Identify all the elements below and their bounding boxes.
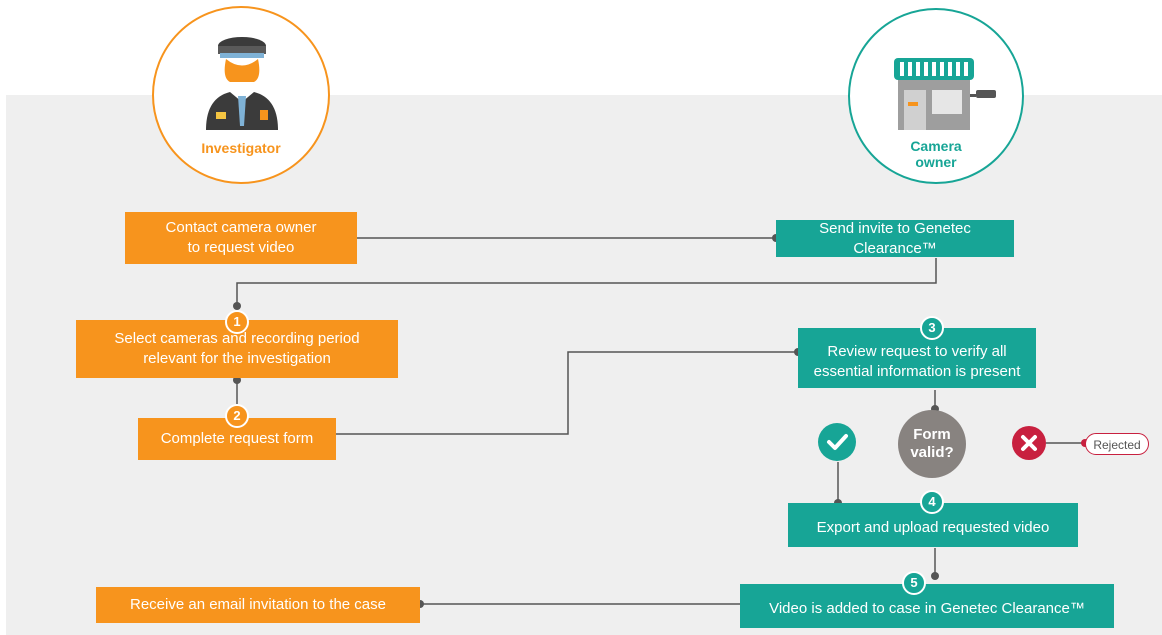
step-send-invite: Send invite to Genetec Clearance™ [776,220,1014,257]
investigator-avatar: Investigator [152,6,330,184]
step-review-line2: essential information is present [813,363,1021,380]
approved-badge [818,423,856,461]
step-review-line1: Review request to verify all [827,343,1007,360]
step-review-request: Review request to verify all essential i… [798,328,1036,388]
camera-owner-avatar: Camera owner [848,8,1024,184]
step-number-2: 2 [225,404,249,428]
step-contact-camera-owner: Contact camera owner to request video [125,212,357,264]
step-receive-text: Receive an email invitation to the case [130,596,386,613]
step-select-line1: Select cameras and recording period [114,330,360,347]
step-complete-text: Complete request form [160,430,314,447]
storefront-camera-icon [894,58,996,130]
step-added-text: Video is added to case in Genetec Cleara… [769,600,1085,617]
investigator-label: Investigator [201,140,281,156]
decision-line2: valid? [910,444,954,461]
step-number-5: 5 [902,571,926,595]
camera-owner-label-line1: Camera [910,138,962,154]
cross-icon [1021,435,1037,451]
step-number-3: 3 [920,316,944,340]
rejected-label: Rejected [1085,433,1149,455]
step-receive-invitation: Receive an email invitation to the case [96,587,420,623]
step-video-added: Video is added to case in Genetec Cleara… [740,584,1114,628]
decision-line1: Form [913,426,951,443]
check-icon [827,434,848,450]
police-officer-icon [206,37,278,130]
rejected-badge [1012,426,1046,460]
step-number-1: 1 [225,310,249,334]
step-number-4: 4 [920,490,944,514]
step-contact-line2: to request video [187,239,295,256]
step-select-line2: relevant for the investigation [143,350,331,367]
step-export-text: Export and upload requested video [816,519,1050,536]
camera-owner-label-line2: owner [915,154,957,170]
decision-form-valid: Form valid? [898,410,966,478]
step-contact-line1: Contact camera owner [165,219,317,236]
step-send-invite-text: Send invite to Genetec Clearance™ [819,219,971,257]
